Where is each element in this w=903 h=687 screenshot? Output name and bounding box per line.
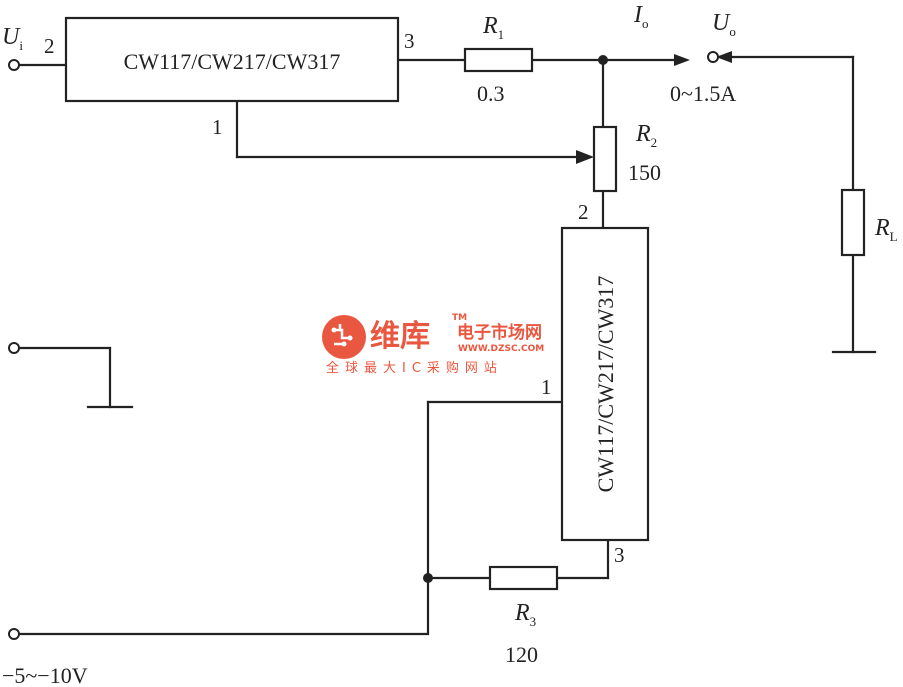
regulator-top-pin-adj: 1 <box>212 115 223 139</box>
r2-symbol: R2 <box>635 121 657 150</box>
regulator-vertical-label: CW117/CW217/CW317 <box>593 276 618 493</box>
watermark-tagline: 全球最大IC采购网站 <box>326 360 503 376</box>
resistor-r3 <box>488 565 559 591</box>
watermark-logo-icon <box>322 315 366 359</box>
watermark-tm: TM <box>452 313 467 323</box>
negative-supply-label: −5~−10V <box>2 663 88 687</box>
resistor-rl <box>840 188 866 257</box>
r2-value: 150 <box>628 160 661 185</box>
r3-junction-dot <box>423 573 433 583</box>
input-label: Ui <box>2 24 23 53</box>
output-current-arrow <box>674 54 690 66</box>
r3-value: 120 <box>505 642 538 667</box>
watermark-brand: 维库 <box>370 319 430 354</box>
output-current-range: 0~1.5A <box>670 81 736 106</box>
output-label: Uo <box>712 10 736 39</box>
current-label: Io <box>633 2 649 31</box>
wires <box>17 55 877 636</box>
negative-supply-terminal <box>8 628 20 640</box>
watermark-site: 电子市场网 <box>457 322 542 343</box>
regulator-top-pin-in: 2 <box>44 34 55 58</box>
regulator-vertical-pin-adj: 1 <box>541 375 552 399</box>
watermark: 维库 电子市场网 TM WWW.DZSC.COM 全球最大IC采购网站 <box>322 313 544 376</box>
regulator-vertical-pin-top: 2 <box>578 200 589 224</box>
regulator-vertical-box <box>560 226 650 542</box>
load-symbol: RL <box>874 215 898 244</box>
ground-terminal <box>8 342 20 354</box>
watermark-url: WWW.DZSC.COM <box>458 344 544 354</box>
r1-value: 0.3 <box>477 81 505 106</box>
r1-symbol: R1 <box>482 13 504 42</box>
regulator-vertical-pin-bottom: 3 <box>614 543 625 567</box>
load-return-arrow <box>716 51 732 63</box>
input-terminal <box>8 59 20 71</box>
regulator-top-box <box>64 16 400 103</box>
resistor-r2 <box>592 125 618 193</box>
r3-symbol: R3 <box>514 600 536 629</box>
regulator-top-pin-out: 3 <box>404 29 415 53</box>
output-junction-dot <box>598 55 608 65</box>
arrow-marks <box>576 51 732 164</box>
regulator-top-label: CW117/CW217/CW317 <box>124 49 341 74</box>
resistor-r1 <box>463 47 534 73</box>
r2-wiper-arrow <box>576 150 594 164</box>
output-terminal <box>707 51 719 63</box>
